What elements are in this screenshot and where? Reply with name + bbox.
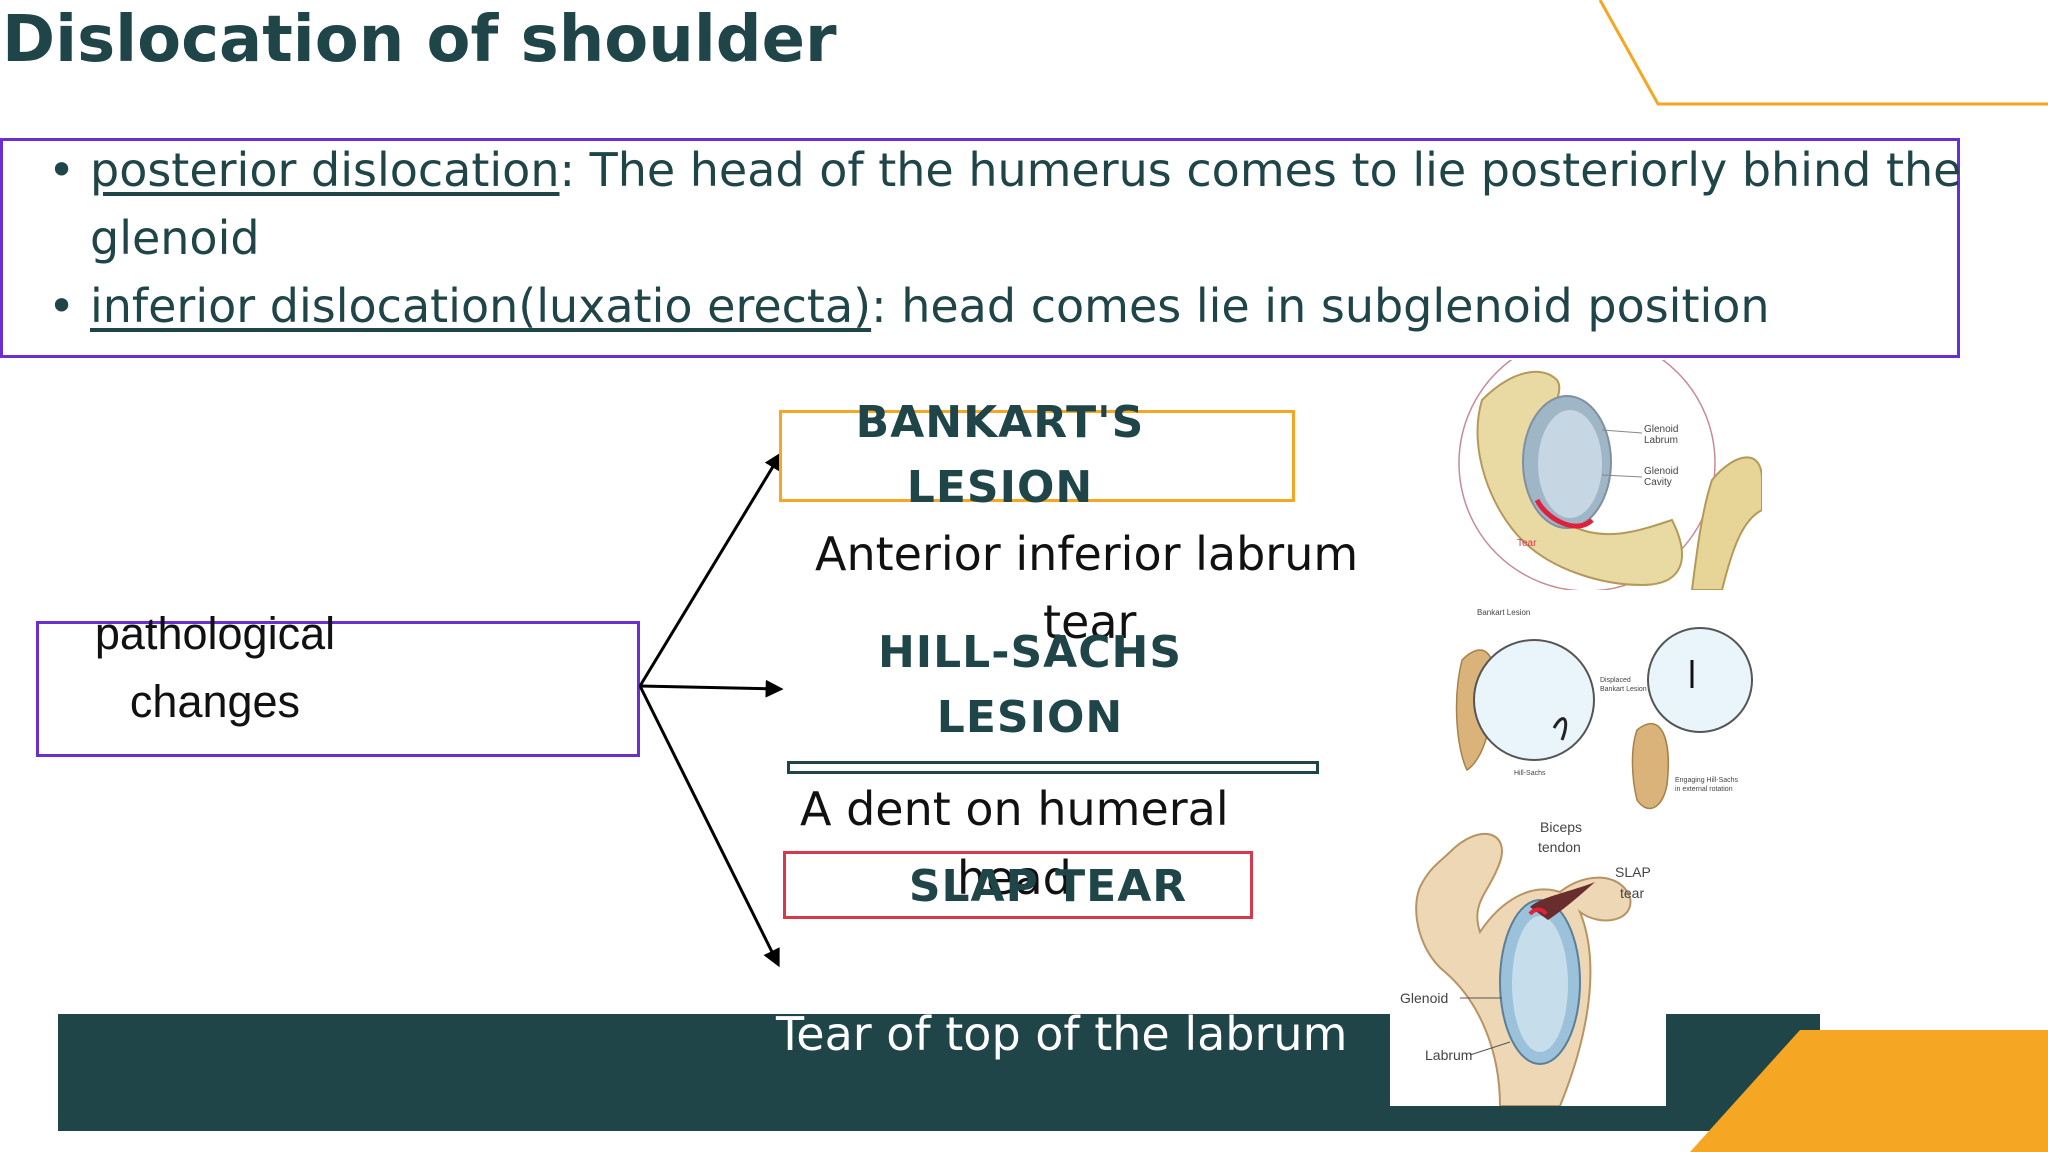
bullet-text: : head comes lie in subglenoid position	[871, 279, 1770, 333]
slap-label-glenoid: Glenoid	[1400, 990, 1448, 1006]
bankart-label-labrum: Labrum	[1644, 435, 1678, 446]
branch-arrows	[638, 451, 784, 968]
pathological-line1: pathological	[94, 608, 336, 659]
hill-sachs-title-line2: LESION	[936, 692, 1124, 743]
slap-title-box	[783, 851, 1253, 919]
slap-description: Tear of top of the labrum	[776, 1007, 1348, 1061]
pathological-line2: changes	[129, 676, 301, 727]
bullet-term: posterior dislocation	[90, 143, 560, 197]
bankart-title-line1: BANKART'S	[855, 397, 1145, 448]
corner-outline-decoration	[1598, 0, 2048, 106]
bullet-inferior: • inferior dislocation(luxatio erecta): h…	[48, 272, 1770, 340]
pathological-changes-box	[36, 621, 640, 757]
bankart-lesion-figure: Glenoid Labrum Glenoid Cavity Tear	[1442, 360, 1762, 590]
bullet-posterior: • posterior dislocation: The head of the …	[48, 136, 1961, 204]
hill-sachs-underline-bar	[787, 761, 1319, 774]
hill-sachs-description-line2: head	[957, 851, 1072, 905]
bankart-label-glenoid: Glenoid	[1644, 424, 1678, 435]
bullet-posterior-continued: glenoid	[90, 211, 260, 265]
slap-title: SLAP TEAR	[908, 861, 1188, 912]
bankart-description-line2: tear	[1043, 595, 1137, 649]
bankart-label-tear: Tear	[1517, 538, 1537, 549]
bankart-label-cavity: Cavity	[1644, 477, 1672, 488]
slap-tear-figure: Biceps tendon SLAP tear Glenoid Labrum	[1390, 812, 1666, 1106]
slap-label-tendon: tendon	[1538, 839, 1581, 855]
hill-sachs-description-line1: A dent on humeral	[800, 782, 1229, 836]
slap-label-tear: tear	[1620, 885, 1644, 901]
corner-fill-decoration	[1690, 1030, 2048, 1152]
dislocation-types-box	[0, 138, 1960, 358]
hs-label-external-rotation: in external rotation	[1675, 786, 1733, 793]
hs-label-displaced-bankart: Bankart Lesion	[1600, 686, 1647, 693]
page-title: Dislocation of shoulder	[2, 3, 837, 77]
hs-label-bankart: Bankart Lesion	[1477, 608, 1530, 617]
bankart-title-box	[779, 410, 1295, 502]
bullet-dot: •	[48, 143, 76, 197]
arrow-to-hill-sachs	[639, 679, 784, 698]
bankart-label-glenoid-2: Glenoid	[1644, 466, 1678, 477]
hs-label-engaging: Engaging Hill-Sachs	[1675, 777, 1739, 784]
slap-label-labrum: Labrum	[1425, 1047, 1472, 1063]
arrow-to-slap	[638, 685, 780, 968]
bankart-title-line2: LESION	[906, 462, 1094, 513]
hill-sachs-title-line1: HILL-SACHS	[877, 627, 1183, 678]
hs-label-hill-sachs: Hill-Sachs	[1514, 770, 1546, 777]
hs-label-displaced: Displaced	[1600, 677, 1631, 684]
bullet-dot: •	[48, 279, 76, 333]
arrow-to-bankart	[638, 451, 782, 687]
bullet-text: : The head of the humerus comes to lie p…	[559, 143, 1962, 197]
slap-label-slap: SLAP	[1615, 864, 1651, 880]
hill-sachs-lesion-figure: Bankart Lesion Hill-Sachs Displaced Bank…	[1442, 600, 1762, 820]
slap-label-biceps: Biceps	[1540, 819, 1582, 835]
bankart-description-line1: Anterior inferior labrum	[815, 527, 1359, 581]
bullet-term: inferior dislocation(luxatio erecta)	[90, 279, 872, 333]
